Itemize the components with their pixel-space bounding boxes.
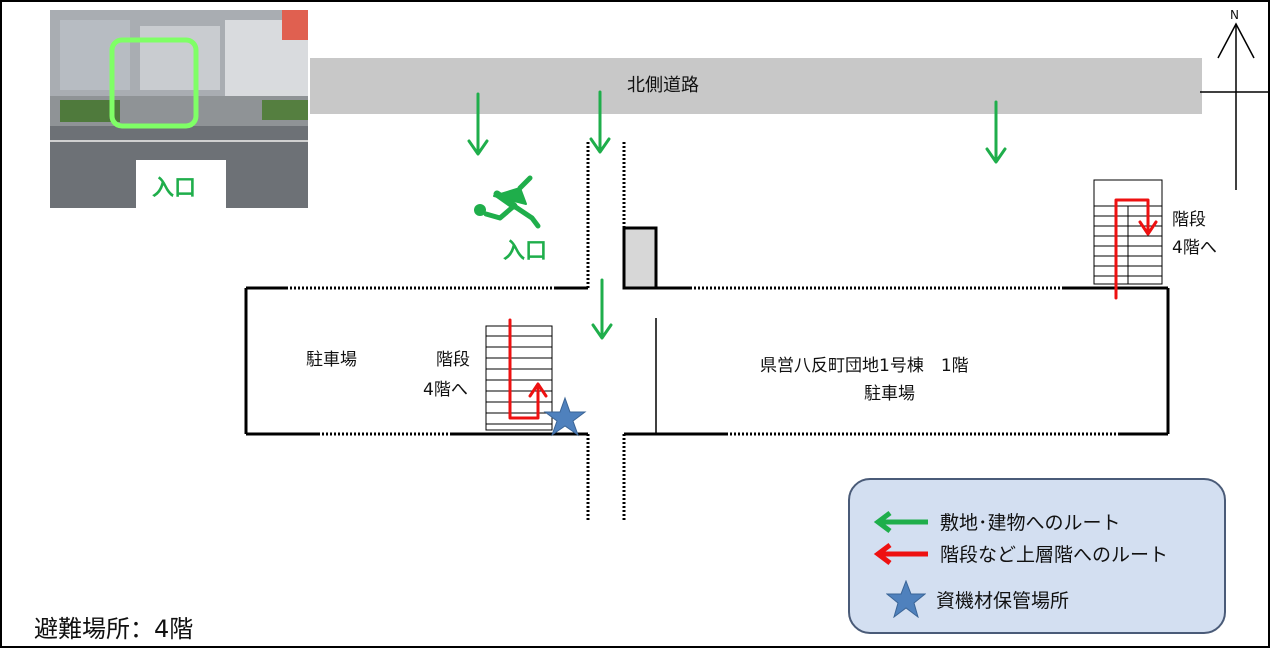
entrance-photo (50, 10, 308, 208)
legend-item-red-route: 階段など上層階へのルート (872, 540, 1168, 567)
building-label: 県営八反町団地1号棟 1階 (760, 356, 969, 376)
legend-label: 階段など上層階へのルート (940, 544, 1169, 566)
right-stairs-label-line2: 4階へ (1172, 238, 1217, 258)
left-parking-label: 駐車場 (306, 350, 357, 370)
compass-north-label: N (1230, 8, 1239, 22)
small-room (622, 226, 658, 290)
right-stairs-label-line1: 階段 (1172, 210, 1206, 230)
legend-label: 資機材保管場所 (936, 589, 1070, 612)
green-arrow-icon (589, 90, 611, 154)
green-route-arrows (467, 90, 1007, 340)
right-parking-label: 駐車場 (864, 384, 915, 404)
right-building-openings (690, 286, 1120, 436)
red-arrow-icon (873, 542, 928, 565)
photo-entrance-label: 入口 (152, 176, 197, 201)
left-parking-walls (244, 286, 588, 436)
green-arrow-icon (591, 278, 613, 340)
left-parking-openings (286, 286, 554, 436)
green-arrow-icon (467, 92, 489, 156)
left-stairs (485, 325, 553, 431)
running-person-icon (474, 175, 541, 229)
north-road (310, 58, 1202, 114)
road-label: 北側道路 (627, 75, 699, 96)
entrance-label: 入口 (503, 239, 548, 264)
legend-label: 敷地･建物へのルート (940, 512, 1121, 534)
blue-star-icon (543, 396, 587, 437)
right-stairs (1093, 179, 1163, 285)
red-route-right (1114, 198, 1158, 300)
left-stairs-label-line1: 階段 (436, 350, 470, 370)
legend: 敷地･建物へのルート 階段など上層階へのルート 資機材保管場所 (848, 478, 1226, 634)
compass-icon (1200, 22, 1268, 190)
green-arrow-icon (985, 100, 1007, 164)
legend-item-green-route: 敷地･建物へのルート (872, 508, 1121, 535)
legend-item-storage: 資機材保管場所 (886, 580, 1069, 618)
red-route-left (508, 318, 548, 420)
evacuation-label: 避難場所：4階 (34, 615, 194, 643)
green-arrow-icon (873, 510, 928, 533)
blue-star-icon (886, 580, 926, 618)
left-stairs-label-line2: 4階へ (423, 380, 468, 400)
right-building-walls (624, 286, 1170, 436)
